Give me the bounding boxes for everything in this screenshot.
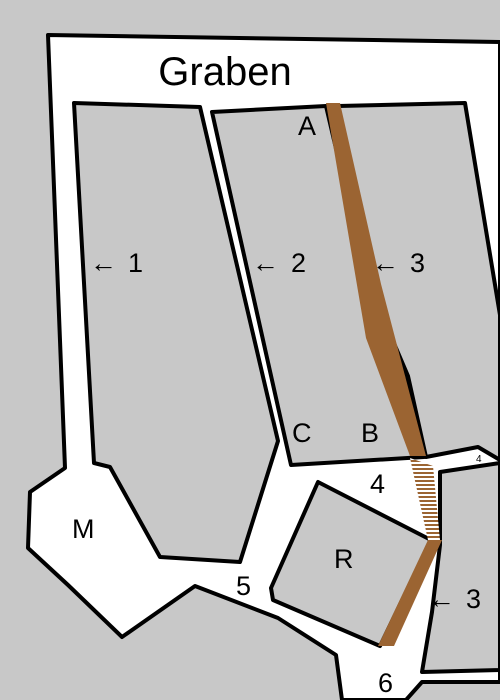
street-label-graben: Graben [158,50,291,94]
street-number-5: 5 [236,571,251,601]
block-number-1: 1 [128,248,143,278]
area-label-r: R [334,544,354,574]
block-number-3-lower: 3 [466,584,481,614]
arrow-icon: ← [428,584,455,614]
arrow-icon: ← [252,248,279,278]
block-number-3: 3 [410,248,425,278]
block-4 [420,461,500,674]
block-1 [72,101,280,564]
street-number-4-small: 4 [476,454,482,465]
street-number-4: 4 [370,469,385,499]
block-number-2: 2 [291,248,306,278]
brown-path-upper [326,103,426,456]
block-r [269,480,433,648]
hatched-crossing [410,458,440,540]
point-label-c: C [292,418,312,448]
arrow-icon: ← [372,248,399,278]
point-label-b: B [361,418,379,448]
brown-path-lower [378,540,442,646]
area-label-m: M [72,514,95,544]
street-number-6: 6 [378,668,393,698]
arrow-icon: ← [90,248,117,278]
point-label-a: A [298,111,316,141]
